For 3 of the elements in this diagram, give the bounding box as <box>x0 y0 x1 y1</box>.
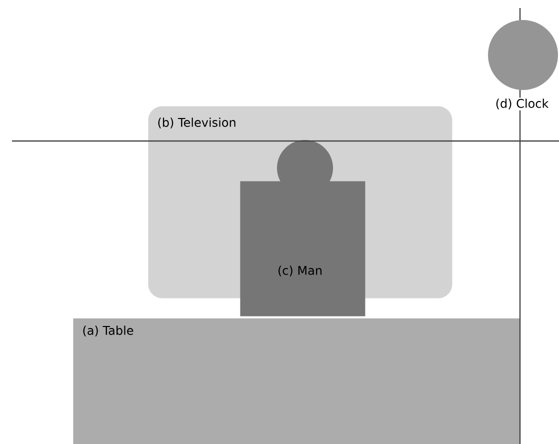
man-figure: (c) Man <box>240 140 366 316</box>
table-box: (a) Table <box>73 318 520 444</box>
node-label: (d) Clock <box>496 98 549 110</box>
